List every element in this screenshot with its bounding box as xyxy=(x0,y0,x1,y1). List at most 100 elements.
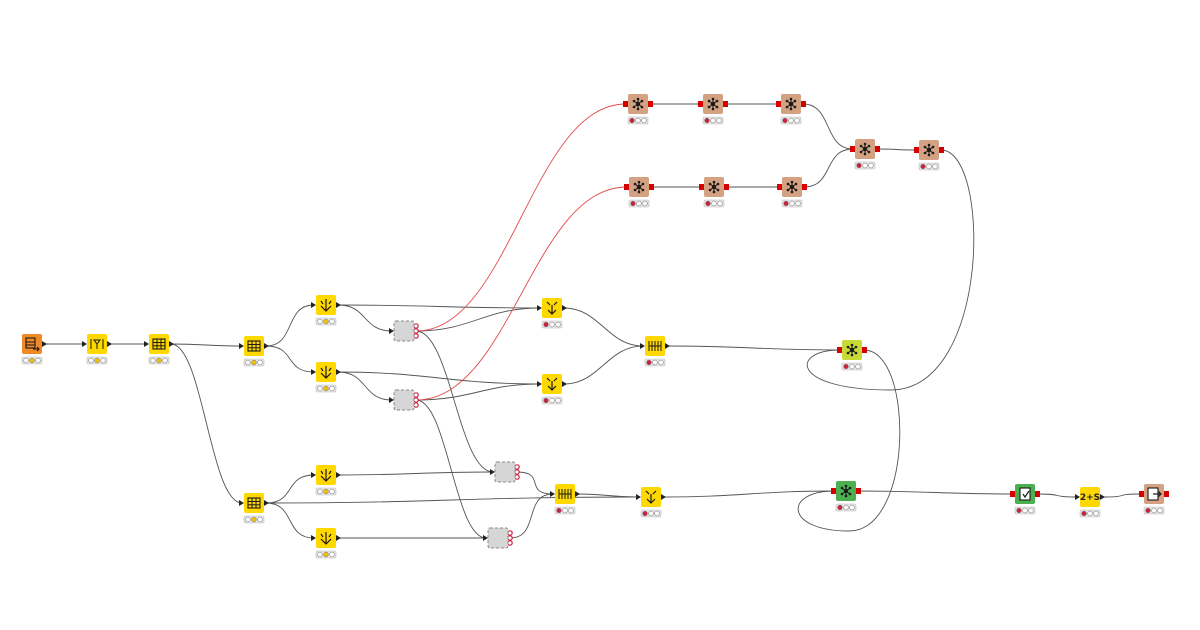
input-port[interactable] xyxy=(776,101,781,107)
workflow-node[interactable] xyxy=(623,94,653,125)
input-port[interactable] xyxy=(699,184,704,190)
output-port[interactable] xyxy=(107,341,112,347)
input-port[interactable] xyxy=(82,341,87,347)
output-port[interactable] xyxy=(1164,491,1169,497)
node-body[interactable] xyxy=(393,389,415,411)
input-port[interactable] xyxy=(311,369,316,375)
connection-wire[interactable] xyxy=(415,103,627,332)
output-port[interactable] xyxy=(336,302,341,308)
node-body[interactable] xyxy=(494,461,516,483)
workflow-node[interactable] xyxy=(624,177,654,208)
input-port[interactable] xyxy=(144,341,149,347)
workflow-node[interactable] xyxy=(537,298,567,329)
connection-wire[interactable] xyxy=(337,371,393,401)
connection-wire[interactable] xyxy=(265,304,315,347)
workflow-node[interactable] xyxy=(699,177,729,208)
workflow-node[interactable] xyxy=(311,465,341,496)
connection-wire[interactable] xyxy=(876,148,918,151)
output-port[interactable] xyxy=(875,146,880,152)
input-port[interactable] xyxy=(850,146,855,152)
output-port[interactable] xyxy=(575,491,580,497)
input-port[interactable] xyxy=(623,101,628,107)
connection-wire[interactable] xyxy=(662,490,835,498)
output-port[interactable] xyxy=(723,101,728,107)
workflow-node[interactable] xyxy=(776,94,806,125)
node-body[interactable] xyxy=(244,336,264,356)
input-port[interactable] xyxy=(550,491,555,497)
connection-wire[interactable] xyxy=(265,502,315,539)
connection-wire[interactable] xyxy=(337,304,393,332)
connection-wire[interactable] xyxy=(170,343,243,347)
connection-wire[interactable] xyxy=(563,345,644,385)
output-port[interactable] xyxy=(1100,494,1105,500)
workflow-node[interactable] xyxy=(698,94,728,125)
connection-wire[interactable] xyxy=(415,383,541,401)
workflow-node[interactable] xyxy=(483,527,513,549)
workflow-node[interactable] xyxy=(1010,484,1040,515)
output-port[interactable] xyxy=(802,184,807,190)
output-port[interactable] xyxy=(336,472,341,478)
node-body[interactable] xyxy=(1080,487,1100,507)
connection-wire[interactable] xyxy=(563,307,644,347)
workflow-node[interactable] xyxy=(389,320,419,342)
workflow-node[interactable] xyxy=(239,493,269,524)
workflow-node[interactable] xyxy=(311,528,341,559)
node-body[interactable] xyxy=(393,320,415,342)
node-body[interactable] xyxy=(487,527,509,549)
workflow-node[interactable] xyxy=(914,140,944,171)
workflow-node[interactable] xyxy=(82,334,112,365)
connection-wire[interactable] xyxy=(666,345,841,351)
workflow-node[interactable] xyxy=(1139,484,1169,515)
input-port[interactable] xyxy=(311,302,316,308)
connection-wire[interactable] xyxy=(265,496,640,504)
output-port[interactable] xyxy=(1035,491,1040,497)
connection-wire[interactable] xyxy=(1036,493,1079,498)
input-port[interactable] xyxy=(914,147,919,153)
workflow-node[interactable] xyxy=(850,139,880,170)
workflow-node[interactable] xyxy=(831,481,861,512)
connection-wire[interactable] xyxy=(802,103,854,150)
node-body[interactable] xyxy=(244,493,264,513)
connection-wire[interactable] xyxy=(415,186,628,401)
output-port[interactable] xyxy=(724,184,729,190)
input-port[interactable] xyxy=(640,343,645,349)
output-port[interactable] xyxy=(169,341,174,347)
output-port[interactable] xyxy=(648,101,653,107)
workflow-node[interactable] xyxy=(239,336,269,367)
workflow-node[interactable] xyxy=(21,334,47,365)
workflow-node[interactable] xyxy=(144,334,174,365)
input-port[interactable] xyxy=(490,469,495,475)
connection-wire[interactable] xyxy=(415,399,487,539)
input-port[interactable] xyxy=(837,347,842,353)
input-port[interactable] xyxy=(311,535,316,541)
workflow-node[interactable] xyxy=(389,389,419,411)
input-port[interactable] xyxy=(831,488,836,494)
output-port[interactable] xyxy=(264,500,269,506)
output-port[interactable] xyxy=(939,147,944,153)
input-port[interactable] xyxy=(636,494,641,500)
output-port[interactable] xyxy=(562,381,567,387)
output-port[interactable] xyxy=(856,488,861,494)
workflow-node[interactable] xyxy=(311,362,341,393)
output-port[interactable] xyxy=(562,305,567,311)
connection-wire[interactable] xyxy=(265,474,315,504)
connection-wire[interactable] xyxy=(337,304,541,309)
workflow-node[interactable] xyxy=(550,484,580,515)
input-port[interactable] xyxy=(239,500,244,506)
connection-wire[interactable] xyxy=(337,471,494,476)
input-port[interactable] xyxy=(389,328,394,334)
input-port[interactable] xyxy=(698,101,703,107)
connection-wire[interactable] xyxy=(170,343,243,504)
connection-wire[interactable] xyxy=(806,149,975,391)
output-port[interactable] xyxy=(264,343,269,349)
workflow-node[interactable] xyxy=(537,374,567,405)
output-port[interactable] xyxy=(336,369,341,375)
input-port[interactable] xyxy=(537,381,542,387)
input-port[interactable] xyxy=(1075,494,1080,500)
connection-wire[interactable] xyxy=(415,330,494,473)
workflow-node[interactable] xyxy=(636,487,666,518)
connection-wire[interactable] xyxy=(516,471,554,495)
input-port[interactable] xyxy=(311,472,316,478)
connection-wire[interactable] xyxy=(415,307,541,332)
input-port[interactable] xyxy=(624,184,629,190)
